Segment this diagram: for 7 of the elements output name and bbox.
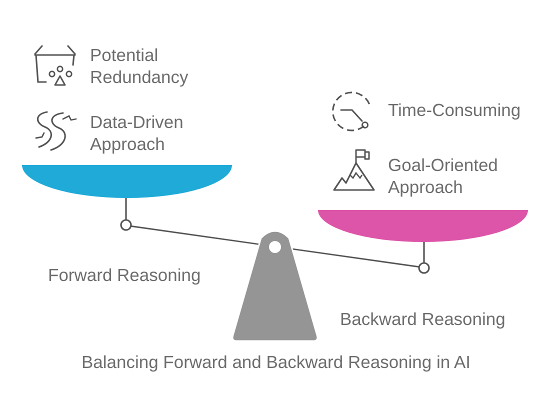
caption: Balancing Forward and Backward Reasoning in AI (81, 351, 471, 373)
pan-label: Forward Reasoning (48, 264, 201, 286)
strength-label: Data-Driven Approach (90, 111, 184, 155)
pan-label: Backward Reasoning (340, 308, 506, 330)
risk-label: Time-Consuming (388, 99, 521, 121)
risk-label: Potential Redundancy (90, 44, 190, 88)
strength-label: Goal-Oriented Approach (388, 154, 499, 198)
